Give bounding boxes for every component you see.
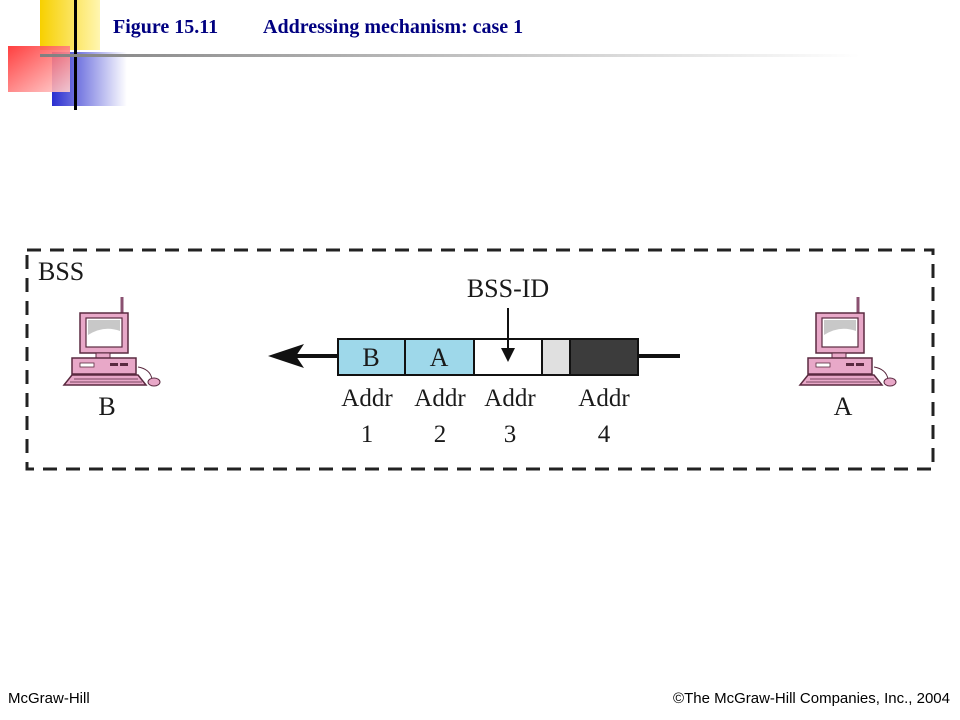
addr1-num: 1	[361, 421, 374, 448]
addr3-word: Addr	[484, 385, 536, 412]
addr4-word: Addr	[578, 385, 630, 412]
addr1-word: Addr	[341, 385, 393, 412]
addr4-num: 4	[598, 421, 611, 448]
addr2-word: Addr	[414, 385, 466, 412]
corner-decoration	[8, 0, 860, 110]
addr3-num: 3	[504, 421, 517, 448]
figure-label: Figure 15.11	[113, 16, 219, 38]
bss-boundary	[25, 248, 935, 471]
frame-field-text-2: A	[430, 343, 449, 372]
red-square	[8, 46, 70, 92]
figure-title: Addressing mechanism: case 1	[263, 16, 524, 38]
publisher-label: McGraw-Hill	[8, 690, 90, 707]
frame-field-text-1: B	[362, 343, 379, 372]
computer-b-icon	[62, 295, 162, 388]
copyright-label: ©The McGraw-Hill Companies, Inc., 2004	[673, 690, 950, 707]
frame-field-addr1	[337, 338, 406, 376]
frame: B A	[337, 338, 639, 376]
addr2-num: 2	[434, 421, 447, 448]
bss-label: BSS	[38, 257, 84, 286]
frame-field-addr4	[569, 338, 639, 376]
computer-a-icon	[798, 295, 898, 388]
bss-id-arrow-icon	[501, 348, 515, 362]
station-b-label: B	[98, 392, 115, 421]
arrow-left-icon	[268, 344, 304, 368]
yellow-square	[40, 0, 100, 50]
frame-field-gap	[541, 338, 571, 376]
bss-id-label: BSS-ID	[467, 274, 549, 303]
horizontal-rule	[40, 54, 860, 57]
station-a-label: A	[834, 392, 853, 421]
